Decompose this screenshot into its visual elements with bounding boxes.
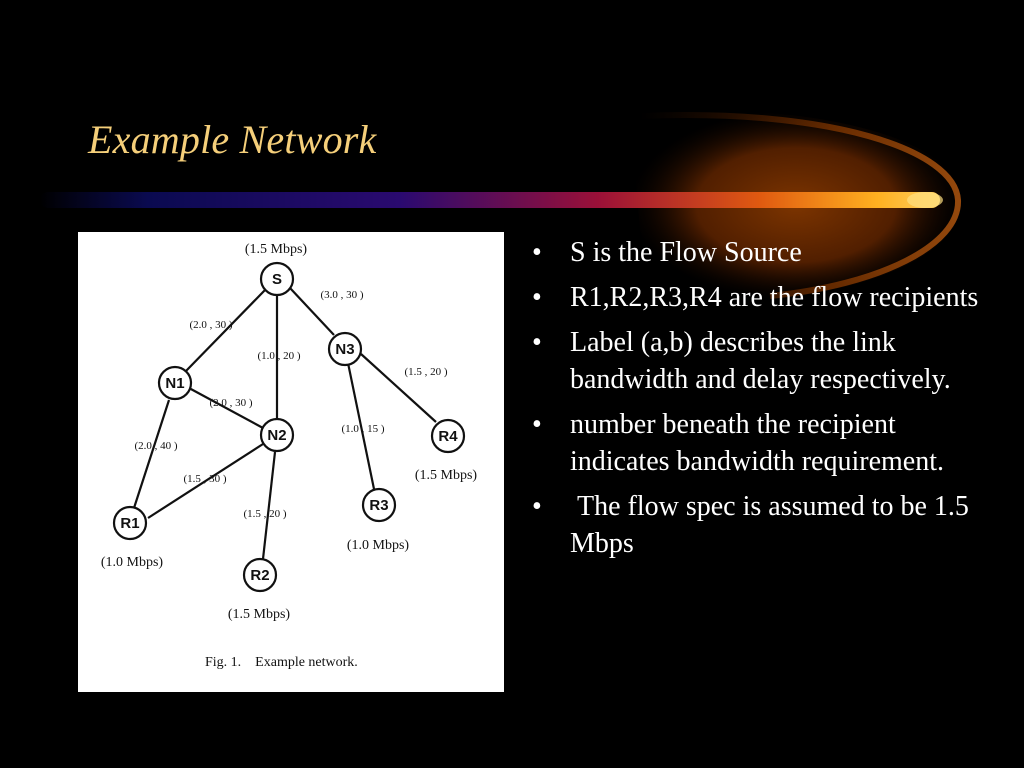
bullet-text: The flow spec is assumed to be 1.5 Mbps (570, 491, 976, 559)
edge-s-n1 (184, 289, 266, 373)
node-label-r4: R4 (438, 428, 458, 445)
bandwidth-label-r1: (1.0 Mbps) (101, 555, 164, 570)
edge-label-n3-r4: (1.5 , 20 ) (404, 366, 447, 378)
node-label-n1: N1 (165, 375, 184, 392)
edge-label-n1-n2: (2.0 , 30 ) (209, 397, 252, 409)
bullet-text: R1,R2,R3,R4 are the flow recipients (570, 282, 979, 313)
bullet-text: number beneath the recipient indicates b… (570, 409, 944, 477)
node-label-r1: R1 (120, 515, 139, 532)
bandwidth-label-s: (1.5 Mbps) (245, 242, 308, 257)
network-diagram: S N1 N2 N3 R1 R2 R3 R4 (1.5 Mbps) (1.0 M… (101, 242, 478, 670)
edge-n3-r3 (346, 362, 376, 490)
edge-label-s-n2: (1.0 , 20 ) (257, 350, 300, 362)
bullet-item: • S is the Flow Source (532, 234, 1002, 271)
edge-s-n3 (289, 287, 335, 336)
edge-n3-r4 (360, 353, 437, 423)
bullet-list: • S is the Flow Source • R1,R2,R3,R4 are t… (532, 234, 1002, 570)
edge-n2-r2 (261, 451, 277, 560)
node-label-s: S (272, 271, 282, 288)
slide-title: Example Network (88, 117, 377, 162)
edge-label-s-n3: (3.0 , 30 ) (320, 289, 363, 301)
bullet-text: S is the Flow Source (570, 237, 802, 268)
bullet-dot-icon: • (532, 409, 542, 440)
edge-label-s-n1: (2.0 , 30 ) (189, 319, 232, 331)
bullet-item: • The flow spec is assumed to be 1.5 Mbp… (532, 488, 1002, 562)
bullet-dot-icon: • (532, 237, 542, 268)
bandwidth-label-r3: (1.0 Mbps) (347, 538, 410, 553)
bullet-dot-icon: • (532, 327, 542, 358)
node-n3 (327, 331, 363, 367)
node-label-r3: R3 (369, 497, 388, 514)
node-label-n3: N3 (335, 341, 354, 358)
edge-label-n2-r2: (1.5 , 20 ) (243, 508, 286, 520)
bullet-dot-icon: • (532, 491, 542, 522)
edge-label-n2-r1: (1.5 , 30 ) (183, 473, 226, 485)
node-r3 (361, 487, 397, 523)
node-r4 (430, 418, 466, 454)
network-figure: S N1 N2 N3 R1 R2 R3 R4 (1.5 Mbps) (1.0 M… (78, 232, 504, 692)
node-s (259, 261, 295, 297)
bullet-dot-icon: • (532, 282, 542, 313)
bullet-text: Label (a,b) describes the link bandwidth… (570, 327, 951, 395)
edge-n1-r1 (132, 399, 171, 509)
edge-n2-r1 (147, 443, 264, 519)
node-r2 (242, 557, 278, 593)
bandwidth-label-r2: (1.5 Mbps) (228, 607, 291, 622)
node-r1 (112, 505, 148, 541)
edge-label-n1-r1: (2.0 , 40 ) (134, 440, 177, 452)
bandwidth-label-r4: (1.5 Mbps) (415, 468, 478, 483)
node-label-r2: R2 (250, 567, 269, 584)
node-n2 (259, 417, 295, 453)
bullet-item: • number beneath the recipient indicates … (532, 406, 1002, 480)
node-n1 (157, 365, 193, 401)
figure-caption: Fig. 1. Example network. (205, 655, 358, 670)
node-label-n2: N2 (267, 427, 286, 444)
edge-n1-n2 (188, 387, 264, 429)
bullet-item: • R1,R2,R3,R4 are the flow recipients (532, 279, 1002, 316)
bullet-item: • Label (a,b) describes the link bandwidt… (532, 324, 1002, 398)
edge-label-n3-r3: (1.0 , 15 ) (341, 423, 384, 435)
